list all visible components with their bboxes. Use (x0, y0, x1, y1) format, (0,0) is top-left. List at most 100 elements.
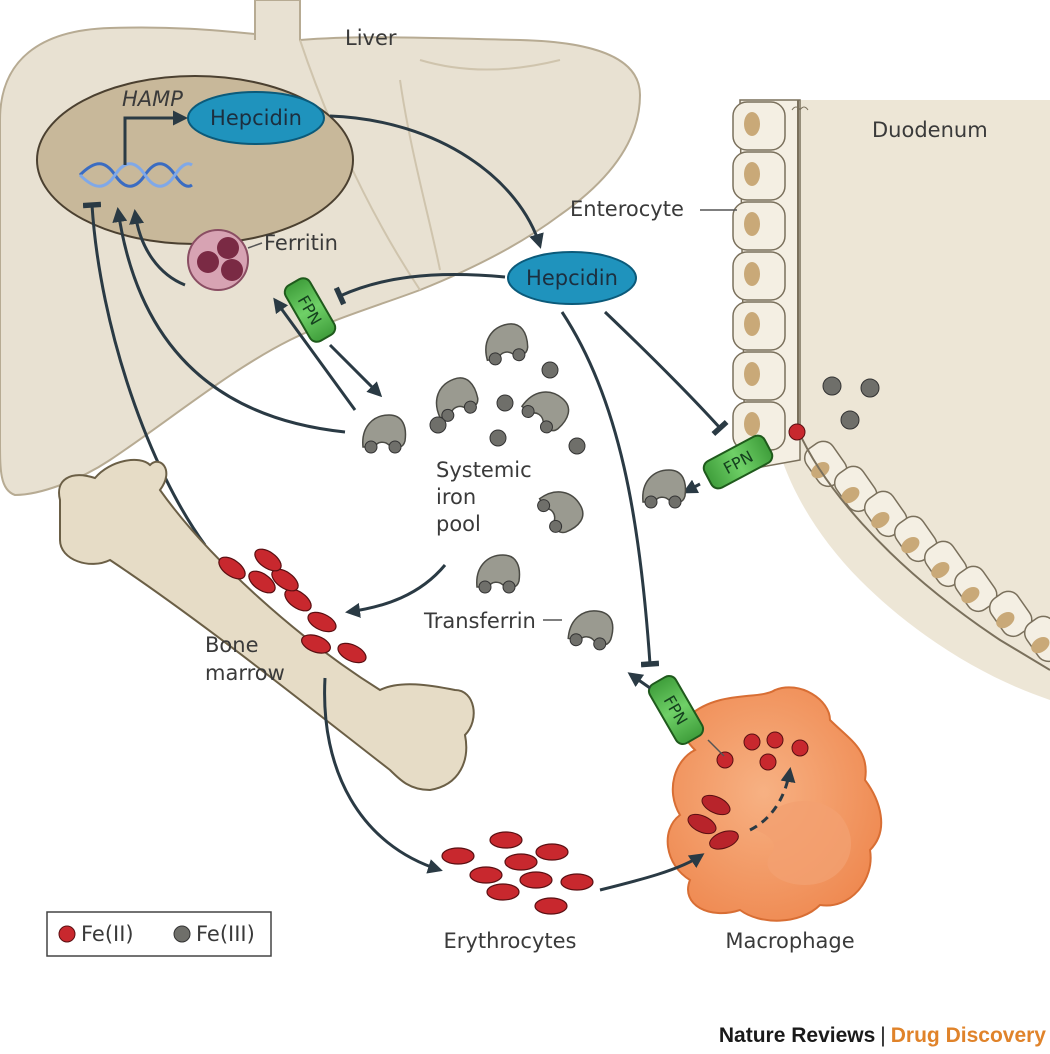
transferrin-bound-fe3 (364, 440, 378, 454)
transferrin-bound-fe3 (537, 499, 551, 513)
bone-marrow-label-1: Bone (205, 633, 258, 657)
free-fe3 (429, 416, 447, 434)
enterocyte-nucleus (901, 536, 920, 554)
erythrocyte (560, 873, 594, 891)
marrow-red-cell (307, 611, 337, 633)
transferrin (520, 391, 570, 434)
marrow-red-cell (301, 634, 331, 654)
macrophage-label: Macrophage (725, 929, 854, 953)
lumen-iron (788, 376, 880, 441)
transferrin (476, 554, 521, 594)
ferritin-label: Ferritin (264, 231, 338, 255)
hepcidin-release-arrow (329, 114, 544, 249)
enterocyte-nucleus (744, 362, 760, 386)
enterocyte-nucleus (996, 611, 1015, 629)
hamp-transcription-arrow (123, 110, 188, 165)
transferrin-bound-fe3 (502, 580, 516, 594)
enterocyte-nucleus (1031, 636, 1050, 654)
free-fe3 (568, 437, 586, 455)
erythrocytes-to-macrophage-arrow (599, 853, 705, 892)
transferrin (485, 323, 529, 366)
free-iron-fe3 (429, 361, 586, 455)
transferrin-body (538, 491, 584, 534)
enterocyte-nucleus (744, 312, 760, 336)
transferrin-body (642, 469, 687, 504)
erythrocyte (534, 897, 568, 915)
erythrocyte (469, 866, 503, 884)
transferrin-bound-fe3 (388, 440, 402, 454)
marrow-to-dna-inhibition (82, 201, 207, 546)
marrow-red-cell (337, 642, 367, 664)
transferrin-body (476, 554, 521, 589)
transferrin (362, 414, 407, 454)
fpn-efflux-arrow-macrophage (627, 672, 651, 690)
erythrocyte (441, 847, 475, 865)
credit-separator: | (880, 1024, 886, 1047)
erythrocytes-label: Erythrocytes (444, 929, 577, 953)
fpn-efflux-arrow-liver (328, 343, 383, 398)
systemic-pool-label-1: Systemic (436, 458, 532, 482)
erythrocyte (486, 883, 520, 901)
transferrin-bound-fe3 (539, 420, 553, 434)
ferritin-icon (187, 229, 249, 291)
transferrin-bound-fe3 (478, 580, 492, 594)
hamp-label: HAMP (122, 87, 183, 111)
marrow-red-cell (254, 548, 282, 572)
marrow-red-cell (218, 556, 246, 580)
transferrin-bound-fe3 (441, 408, 455, 422)
svg-text:Hepcidin: Hepcidin (526, 266, 618, 290)
liver-label: Liver (345, 26, 397, 50)
transferrin-bound-fe3 (569, 633, 583, 647)
transferrin (435, 377, 479, 422)
liver-ferroportin: FPN (283, 277, 337, 343)
pool-uptake-arrow-liver (273, 297, 357, 411)
bone-marrow-label-2: marrow (205, 661, 285, 685)
enterocyte-nucleus (961, 586, 980, 604)
enterocyte-nucleus (841, 486, 860, 504)
transferrin-molecules (362, 323, 687, 651)
bone (58, 458, 475, 792)
transferrin-bound-fe3 (668, 495, 682, 509)
fpn-efflux-arrow-gut (682, 479, 701, 494)
legend-fe3-label: Fe(III) (196, 922, 255, 946)
ferritin-to-dna-arrow (129, 209, 186, 287)
marrow-to-erythrocytes-arrow (323, 677, 443, 874)
transferrin-bound-fe3 (463, 400, 477, 414)
enterocyte-nucleus (744, 412, 760, 436)
marrow-red-cell (248, 570, 276, 594)
systemic-pool-label-3: pool (436, 512, 481, 536)
enterocyte-nucleus (744, 162, 760, 186)
erythrocyte (489, 831, 523, 849)
enterocyte-label: Enterocyte (570, 197, 684, 221)
enterocyte-nucleus (931, 561, 950, 579)
marrow-red-cell (284, 588, 312, 612)
transferrin-bound-fe3 (593, 637, 607, 651)
transferrin-bound-fe3 (549, 519, 563, 533)
legend-fe2-swatch (58, 925, 76, 943)
transferrin-bound-fe3 (644, 495, 658, 509)
transferrin-bound-fe3 (512, 348, 526, 362)
transferrin-label: Transferrin (423, 609, 536, 633)
journal-title: Drug Discovery (890, 1024, 1046, 1047)
duodenum-label: Duodenum (872, 118, 988, 142)
hepcidin-inhibits-liver-fpn (333, 273, 506, 306)
hepcidin-inhibits-gut-fpn (603, 310, 729, 437)
pool-to-marrow-arrow (345, 564, 447, 618)
macrophage-ferroportin: FPN (647, 674, 705, 746)
legend: Fe(II) Fe(III) (46, 911, 272, 957)
transferrin (642, 469, 687, 509)
transferrin-body (435, 377, 479, 420)
erythrocytes (441, 831, 594, 915)
erythrocyte (504, 853, 538, 871)
erythrocyte (535, 843, 569, 861)
transferrin-body (362, 414, 407, 449)
macrophage (666, 686, 883, 922)
journal-credit: Nature Reviews|Drug Discovery (719, 1024, 1046, 1048)
transferrin (537, 491, 584, 534)
legend-fe2-label: Fe(II) (81, 922, 134, 946)
enterocyte-nucleus (871, 511, 890, 529)
systemic-pool-label-2: iron (436, 485, 476, 509)
free-fe3 (489, 429, 507, 447)
hepcidin-inhibits-macrophage-fpn (560, 311, 660, 668)
